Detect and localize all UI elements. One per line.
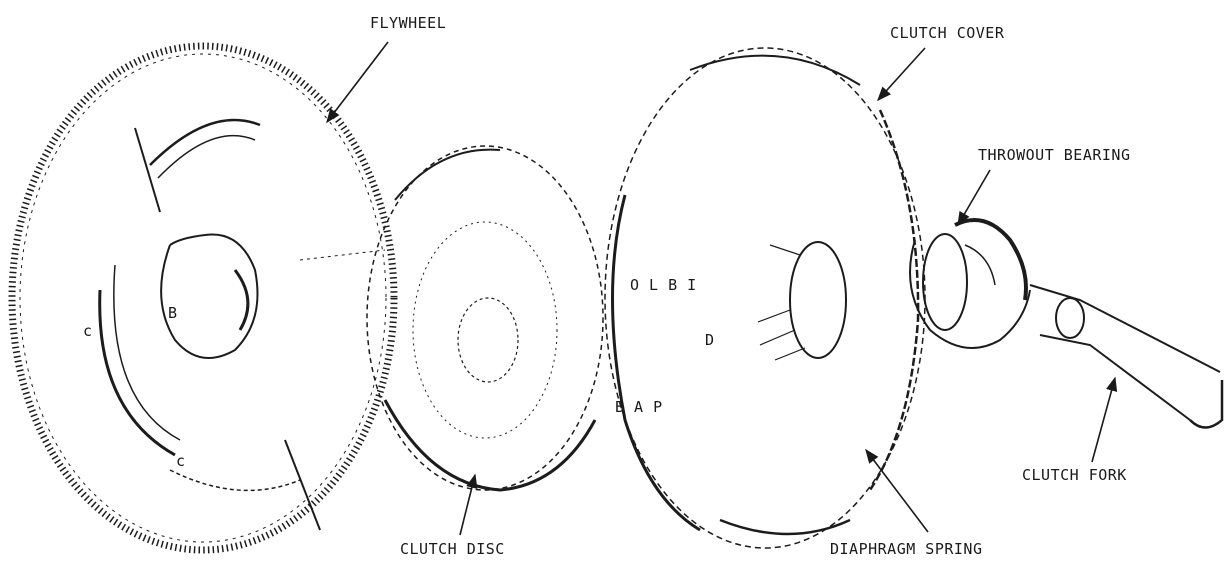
leader-throwout-bearing: [958, 170, 990, 225]
flywheel-slot-right: [300, 250, 385, 260]
leader-clutch-fork: [1092, 378, 1115, 462]
cover-part-marking: D: [705, 331, 715, 349]
flywheel-ring-gear: [12, 46, 394, 550]
flywheel-hub-inner: [235, 270, 248, 330]
fork-pivot: [1056, 298, 1084, 338]
leader-diaphragm-spring: [866, 450, 928, 532]
flywheel-inner-arc-left2: [114, 265, 180, 440]
clutch-disc-top-edge: [395, 150, 500, 200]
label-flywheel: FLYWHEEL: [370, 14, 446, 32]
fork-lower-edge: [1040, 335, 1190, 420]
leader-clutch-cover: [878, 48, 925, 100]
label-clutch-cover: CLUTCH COVER: [890, 24, 1005, 42]
flywheel-illustration: c c B: [12, 46, 394, 550]
clutch-disc-facing: [413, 222, 557, 438]
clutch-cover-outline: [605, 48, 925, 548]
clutch-cover-illustration: O L B I D B A P: [605, 48, 925, 548]
flywheel-mark-b: B: [168, 304, 178, 322]
diaphragm-finger-3: [775, 348, 805, 360]
clutch-disc-outline: [367, 146, 603, 490]
diaphragm-finger-4: [770, 245, 800, 255]
flywheel-mark-c2: c: [176, 452, 186, 470]
diaphragm-finger-1: [758, 310, 790, 322]
label-diaphragm-spring: DIAPHRAGM SPRING: [830, 540, 983, 558]
clutch-cover-right-rim: [870, 110, 918, 490]
cover-lower-marking: B A P: [615, 398, 663, 416]
leader-lines: [327, 42, 1115, 535]
cover-hub-marking: O L B I: [630, 276, 697, 294]
throwout-bearing-illustration: [910, 220, 1030, 348]
flywheel-mark-c1: c: [83, 322, 93, 340]
flywheel-lower-arc: [170, 470, 300, 490]
label-throwout-bearing: THROWOUT BEARING: [978, 146, 1131, 164]
clutch-cover-left-edge: [613, 195, 701, 530]
diaphragm-center: [790, 242, 846, 358]
clutch-fork-illustration: [1030, 285, 1222, 428]
leader-flywheel: [327, 42, 388, 122]
flywheel-inner-arc-upper2: [158, 136, 255, 178]
bearing-sleeve: [965, 245, 995, 285]
label-clutch-disc: CLUTCH DISC: [400, 540, 505, 558]
label-clutch-fork: CLUTCH FORK: [1022, 466, 1127, 484]
clutch-disc-illustration: [367, 146, 603, 490]
diaphragm-finger-2: [760, 330, 795, 345]
fork-tip: [1190, 380, 1222, 428]
clutch-disc-hub: [458, 298, 518, 382]
bearing-race: [923, 234, 967, 330]
flywheel-hub: [161, 234, 257, 358]
flywheel-slot-top: [135, 128, 160, 212]
bearing-outer: [910, 240, 1030, 348]
flywheel-slot-bottom: [285, 440, 320, 530]
clutch-cover-bottom-rim: [720, 520, 850, 534]
clutch-disc-bottom-edge: [385, 400, 595, 490]
